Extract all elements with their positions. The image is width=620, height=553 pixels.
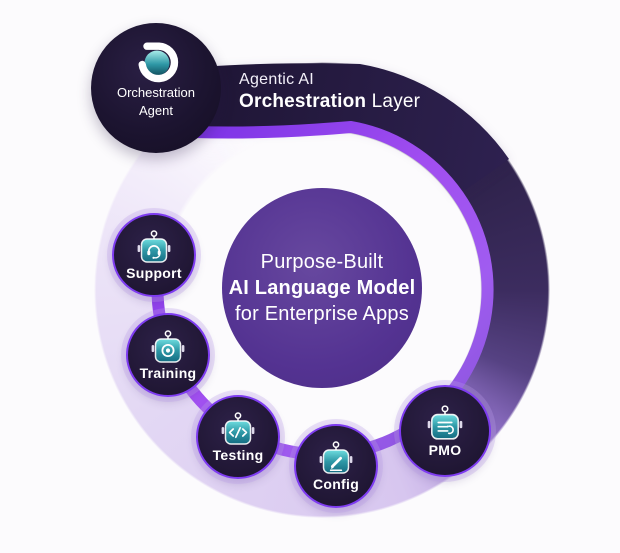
banner-title-rest: Layer	[366, 91, 421, 112]
banner-title-bold: Orchestration	[239, 91, 367, 112]
orchestrator-label-line2: Agent	[139, 103, 173, 118]
node-testing-label: Testing	[212, 446, 264, 463]
center-line-1: Purpose-Built	[260, 251, 384, 273]
banner-subtitle: Agentic AI	[239, 71, 315, 88]
node-config-label: Config	[312, 475, 360, 492]
node-training-label: Training	[139, 364, 197, 381]
orchestration-agent-circle: Orchestration Agent	[91, 23, 221, 153]
node-support-label: Support	[126, 264, 182, 281]
code-robot-icon	[221, 411, 255, 445]
node-support: Support	[112, 213, 196, 297]
node-config: Config	[294, 424, 378, 508]
headset-robot-icon	[137, 229, 171, 263]
agent-connector-stripe	[151, 120, 494, 461]
orchestrator-swirl-logo-icon	[138, 42, 179, 83]
node-pmo: PMO	[399, 385, 491, 477]
tasks-robot-icon	[427, 404, 463, 440]
banner: Agentic AI Orchestration Layer	[239, 70, 420, 114]
central-model-circle: Purpose-Built AI Language Model for Ente…	[222, 188, 422, 388]
center-line-3: for Enterprise Apps	[235, 303, 409, 325]
node-pmo-label: PMO	[428, 441, 462, 458]
orchestration-layer-band	[158, 63, 509, 195]
pencil-robot-icon	[319, 440, 353, 474]
node-training: Training	[126, 313, 210, 397]
orchestrator-label-line1: Orchestration	[116, 85, 196, 100]
center-line-2: AI Language Model	[228, 277, 416, 299]
target-robot-icon	[151, 329, 185, 363]
node-testing: Testing	[196, 395, 280, 479]
banner-title: Orchestration Layer	[239, 90, 420, 114]
